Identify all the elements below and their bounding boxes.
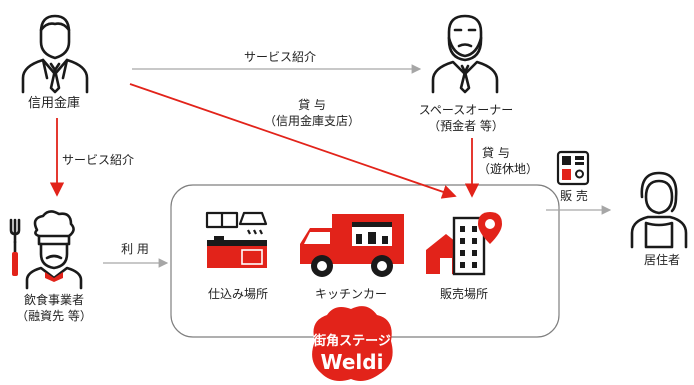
lend-branch-label-line1: 貸 与: [298, 98, 326, 112]
prep-kitchen-icon: [205, 211, 268, 268]
resident-icon: [630, 171, 688, 249]
use-label: 利 用: [121, 242, 149, 256]
space-owner-label-line2: （預金者 等）: [428, 119, 504, 133]
service-intro-top-label: サービス紹介: [243, 50, 317, 64]
lend-branch-label-line2: （信用金庫支店）: [263, 114, 361, 128]
banker-icon: [21, 14, 89, 94]
space-owner-label-line1: スペースオーナー: [418, 103, 514, 117]
chef-icon: [9, 210, 83, 290]
vending-machine-icon: [556, 150, 590, 186]
prep-place-label: 仕込み場所: [207, 287, 269, 301]
lend-land-label-line2: （遊休地）: [478, 162, 539, 176]
space-owner-icon: [431, 14, 499, 94]
logo-en-text: Weldi: [321, 350, 384, 374]
restaurant-label-line2: （融資先 等）: [16, 309, 92, 323]
lend-land-label-line1: 貸 与: [482, 146, 510, 160]
bank-label: 信用金庫: [27, 96, 81, 111]
sell-label: 販 売: [560, 189, 588, 203]
sales-place-label: 販売場所: [439, 287, 489, 301]
resident-label: 居住者: [643, 253, 681, 267]
kitchen-car-label: キッチンカー: [314, 287, 388, 301]
restaurant-label-line1: 飲食事業者: [23, 293, 85, 307]
sales-place-icon: [426, 212, 502, 276]
arrow-bank-to-sales: [129, 83, 457, 199]
weldi-logo: 街角ステージ Weldi: [312, 306, 393, 381]
service-intro-left-label: サービス紹介: [62, 153, 135, 167]
kitchen-car-icon: [300, 214, 404, 277]
logo-jp-text: 街角ステージ: [312, 333, 391, 349]
